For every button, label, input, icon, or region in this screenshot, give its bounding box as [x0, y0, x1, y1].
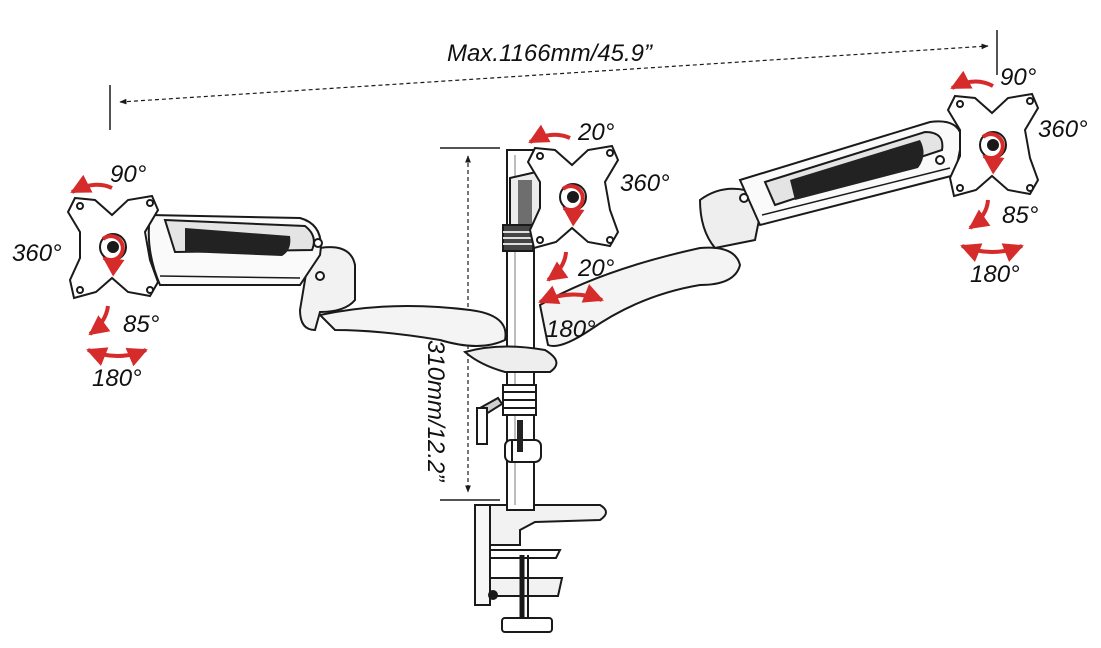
left-vesa-plate: [66, 194, 160, 300]
width-dimension: [109, 30, 998, 130]
rotation-arrows: [70, 70, 1024, 367]
width-dimension-label: Max.1166mm/45.9”: [447, 40, 652, 67]
left-arm: [147, 213, 558, 373]
center-tilt-up-label: 20°: [578, 119, 615, 146]
left-rotate-360-arrow: [101, 234, 125, 277]
right-tilt-85-label: 85°: [1002, 202, 1039, 229]
center-pole: [476, 149, 546, 511]
center-swivel-180-label: 180°: [546, 316, 596, 343]
left-rotate-360-label: 360°: [12, 240, 62, 267]
right-swivel-180-arrow: [960, 243, 1024, 262]
center-rotate-360-arrow: [561, 184, 585, 227]
center-tilt-down-label: 20°: [578, 255, 615, 282]
left-tilt-85-label: 85°: [123, 311, 160, 338]
center-swivel-180-arrow: [538, 284, 604, 304]
left-tilt-90-arrow: [70, 174, 113, 194]
center-tilt-up-arrow: [528, 124, 571, 144]
left-swivel-180-label: 180°: [92, 365, 142, 392]
right-tilt-85-arrow: [968, 199, 991, 230]
left-swivel-180-arrow: [86, 347, 148, 367]
right-tilt-90-arrow: [950, 70, 994, 90]
right-swivel-180-label: 180°: [970, 261, 1020, 288]
height-dimension-label: 310mm/12.2”: [422, 340, 449, 482]
right-rotate-360-arrow: [981, 132, 1005, 175]
center-tilt-down-arrow: [546, 251, 569, 282]
center-vesa-plate: [526, 144, 620, 250]
right-rotate-360-label: 360°: [1038, 116, 1088, 143]
right-tilt-90-label: 90°: [1000, 64, 1037, 91]
right-arm: [538, 120, 964, 347]
left-tilt-90-label: 90°: [110, 161, 147, 188]
right-vesa-plate: [946, 92, 1040, 198]
center-rotate-360-label: 360°: [620, 170, 670, 197]
desk-clamp: [474, 504, 607, 633]
left-tilt-85-arrow: [88, 305, 111, 336]
